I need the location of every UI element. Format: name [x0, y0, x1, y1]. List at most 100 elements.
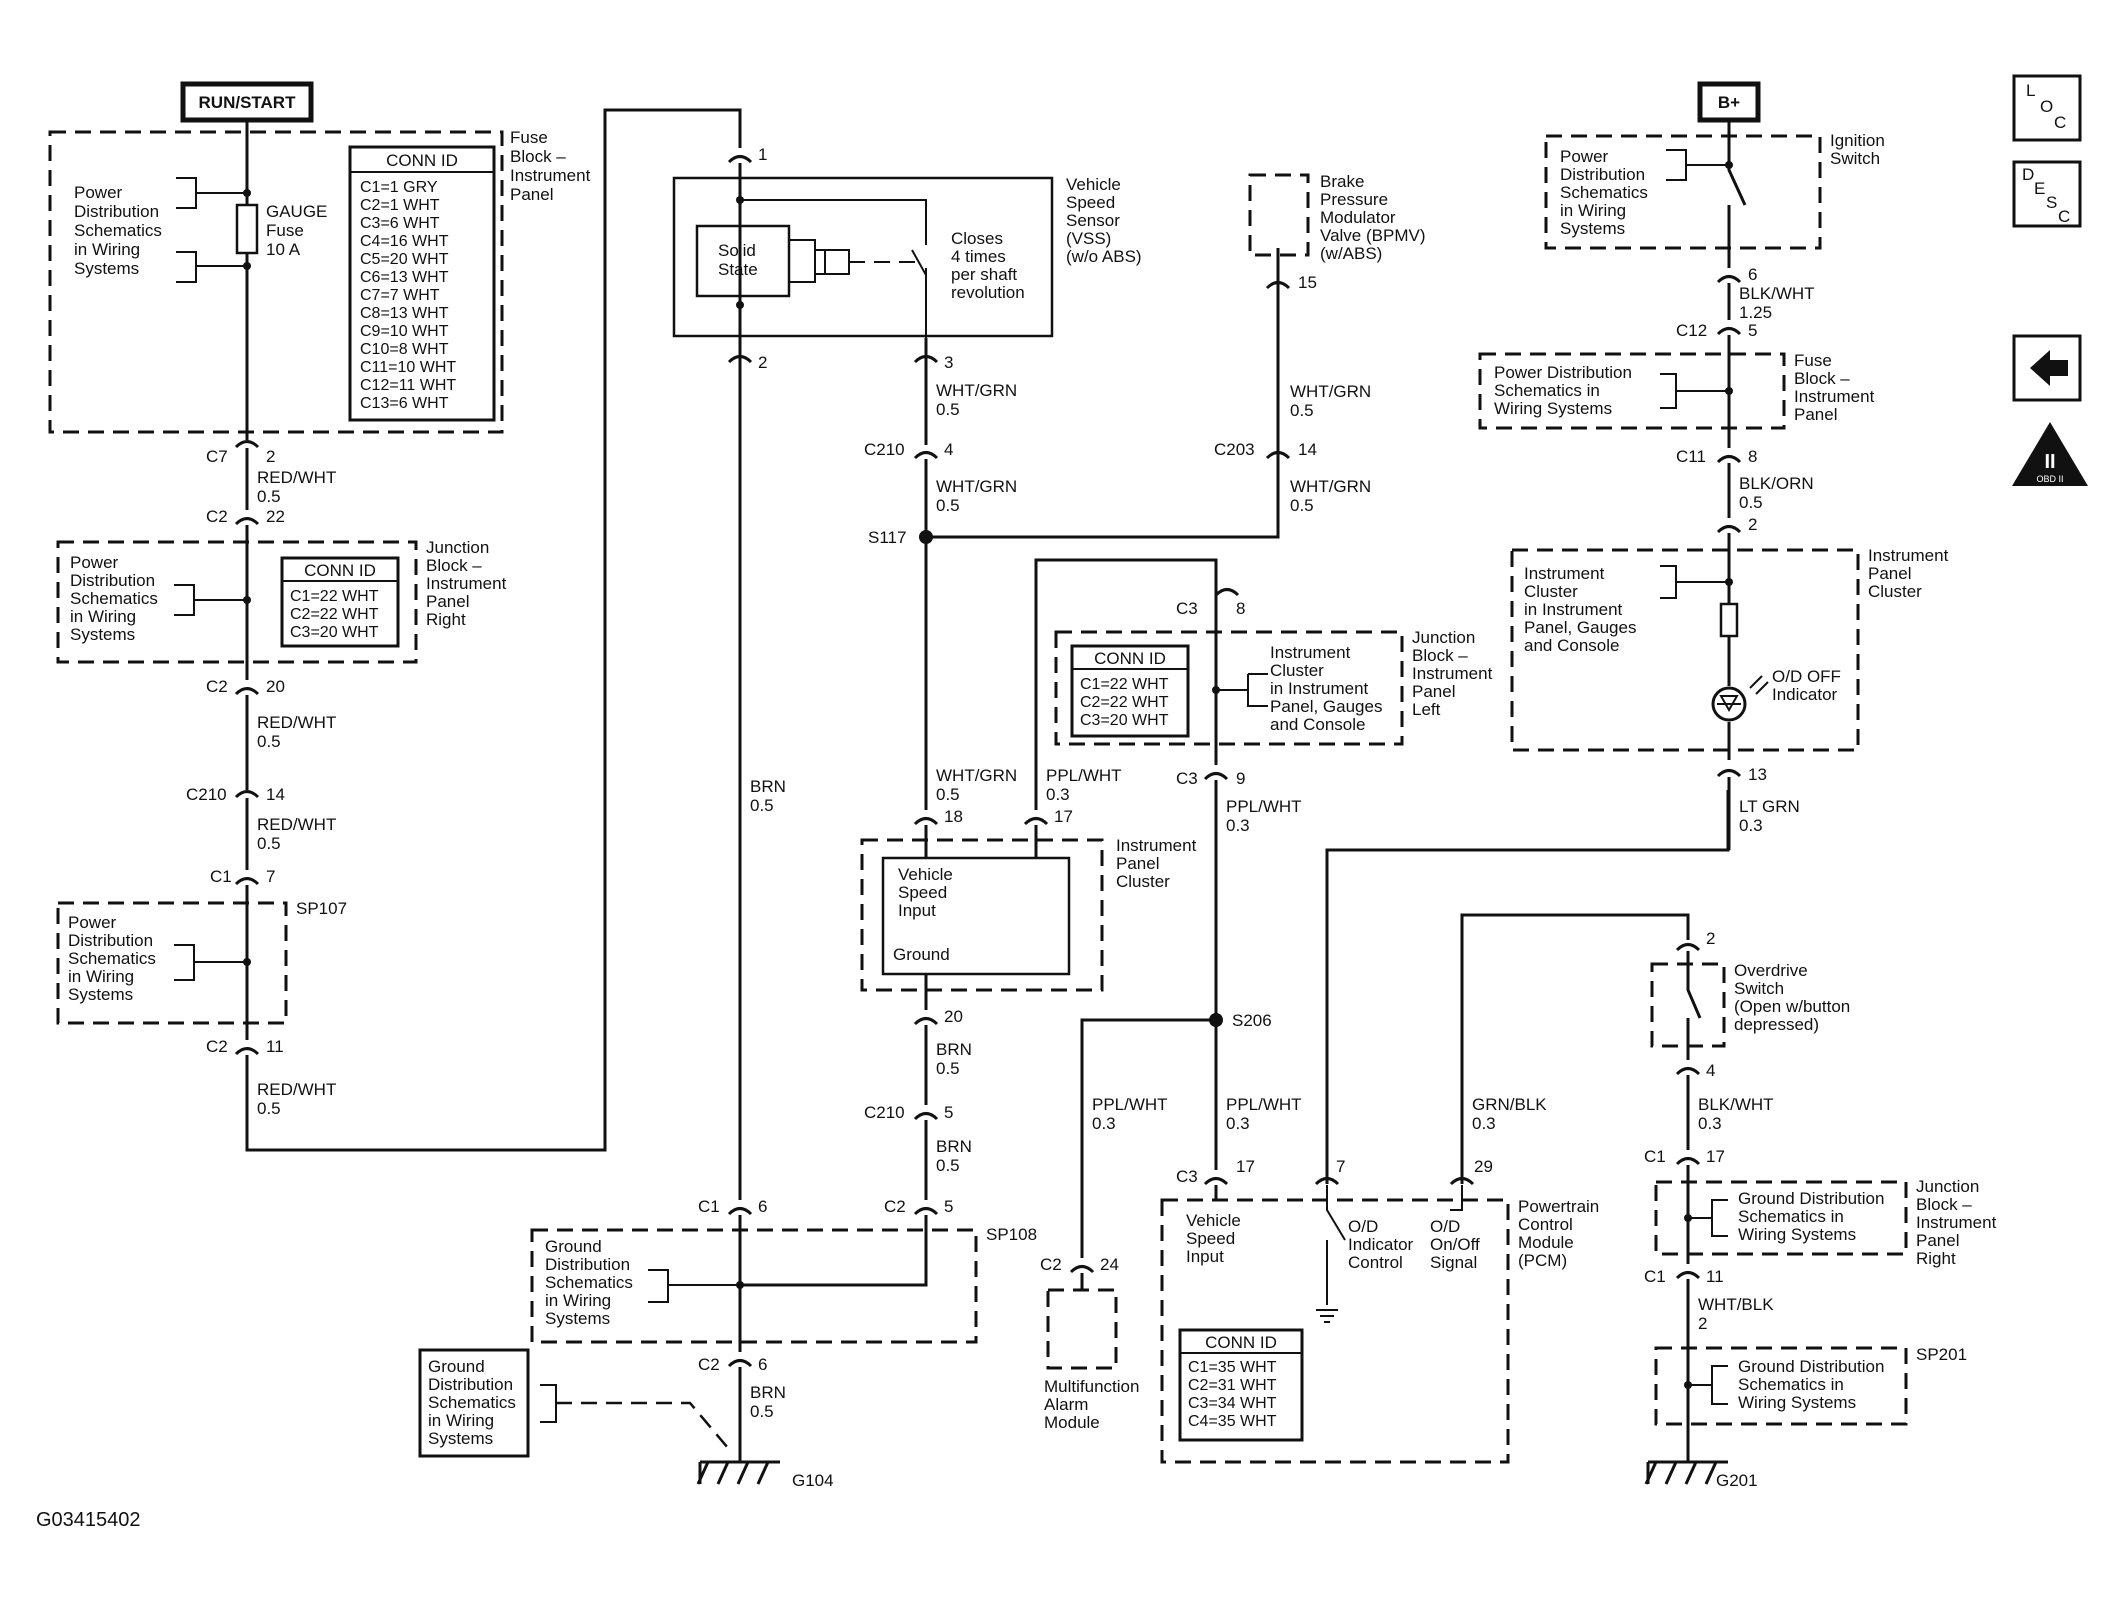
mfa-outline — [1046, 1288, 1118, 1370]
sp107-outline — [56, 901, 288, 1025]
connector-label: C2 — [698, 1355, 720, 1374]
pcm-label: (PCM) — [1518, 1251, 1567, 1270]
wire-color-label: WHT/GRN — [936, 381, 1017, 400]
conn-id-row: C2=22 WHT — [290, 606, 379, 623]
pin-label: 24 — [1100, 1255, 1119, 1274]
connector-label: C1 — [1644, 1267, 1666, 1286]
wire-color-label: PPL/WHT — [1226, 797, 1302, 816]
pds-ref-label: Schematics — [1560, 183, 1648, 202]
conn-id-row: C2=1 WHT — [360, 197, 440, 214]
conn-id-row: C9=10 WHT — [360, 323, 449, 340]
jb-label: Junction — [1412, 628, 1475, 647]
jb-label: Instrument — [1412, 664, 1493, 683]
wire-gauge-label: 0.3 — [1092, 1114, 1116, 1133]
desc-letter: E — [2034, 179, 2045, 198]
gds-bracket — [540, 1384, 557, 1423]
wire-color-label: PPL/WHT — [1226, 1095, 1302, 1114]
vss-label: Speed — [1066, 193, 1115, 212]
obd-ii-icon[interactable]: II OBD II — [2012, 422, 2088, 486]
pin-label: 17 — [1236, 1157, 1255, 1176]
jb-label: Junction — [426, 538, 489, 557]
pcm-label: Control — [1518, 1215, 1573, 1234]
pin-label: 18 — [944, 807, 963, 826]
conn-id-heading: CONN ID — [304, 561, 376, 580]
pds-bracket — [174, 944, 246, 981]
gds-ref-label: Distribution — [428, 1375, 513, 1394]
jb-label: Block – — [426, 556, 482, 575]
connector-label: C3 — [1176, 769, 1198, 788]
connector-pin4 — [1675, 1067, 1701, 1076]
conn-id-row: C12=11 WHT — [360, 377, 456, 394]
ignition-switch-outline — [1544, 134, 1822, 250]
wire-red-wht — [245, 108, 742, 1152]
conn-id-row: C1=1 GRY — [360, 179, 438, 196]
ground-label: G201 — [1716, 1471, 1758, 1490]
switch-icon — [1686, 951, 1702, 1060]
gds-bracket — [648, 1269, 740, 1303]
wire-color-label: WHT/GRN — [1290, 382, 1371, 401]
conn-id-row: C11=10 WHT — [360, 359, 456, 376]
wire-gauge-label: 0.3 — [1698, 1114, 1722, 1133]
mfa-label: Multifunction — [1044, 1377, 1139, 1396]
resistor-icon — [1719, 602, 1739, 638]
pds-ref-label: Schematics in — [1494, 381, 1600, 400]
connector-label: C3 — [1176, 599, 1198, 618]
wire-gauge-label: 2 — [1698, 1314, 1707, 1333]
conn-id-row: C3=20 WHT — [290, 624, 379, 641]
pin-label: 2 — [1748, 515, 1757, 534]
ipc-label: Instrument — [1868, 546, 1949, 565]
connector-c11 — [1716, 455, 1742, 464]
pcm-outline — [1160, 1198, 1510, 1464]
bpmv-outline — [1248, 173, 1310, 257]
conn-id-table-pcm: CONN ID C1=35 WHT C2=31 WHT C3=34 WHT C4… — [1178, 1328, 1304, 1442]
switch-icon — [1326, 1185, 1346, 1305]
pin-label: 8 — [1748, 447, 1757, 466]
loc-icon[interactable]: L O C — [2012, 74, 2082, 142]
bpmv-label: (w/ABS) — [1320, 244, 1382, 263]
connector-label: C203 — [1214, 440, 1255, 459]
pin-label: 1 — [758, 145, 767, 164]
obd-ii-numeral: II — [2044, 451, 2055, 473]
gds-bracket — [1689, 1365, 1728, 1405]
fuse-block-label: Block – — [510, 147, 566, 166]
pin-label: 13 — [1748, 765, 1767, 784]
overdrive-switch-label: (Open w/button — [1734, 997, 1850, 1016]
pin-label: 2 — [266, 447, 275, 466]
conn-id-row: C3=20 WHT — [1080, 712, 1169, 729]
od-indicator-label: Indicator — [1348, 1235, 1414, 1254]
solid-state-box — [695, 224, 791, 298]
wire-gauge-label: 0.5 — [750, 796, 774, 815]
pin-label: 29 — [1474, 1157, 1493, 1176]
ic-ref-label: Cluster — [1524, 582, 1578, 601]
pds-ref-label: in Wiring — [70, 607, 136, 626]
wire-gauge-label: 0.5 — [936, 1059, 960, 1078]
ipc-label: Panel — [1868, 564, 1911, 583]
connector-c203 — [1265, 451, 1291, 460]
multifunction-alarm-module: C2 24 Multifunction Alarm Module — [1040, 1255, 1139, 1432]
jb-label: Right — [1916, 1249, 1956, 1268]
solid-state-label: Solid — [718, 241, 756, 260]
pds-bracket — [1666, 149, 1728, 181]
wire-gauge-label: 0.5 — [257, 1099, 281, 1118]
pds-ref-label: Schematics — [68, 949, 156, 968]
connector-pin15 — [1265, 281, 1291, 290]
pds-bracket — [176, 177, 246, 209]
connector-pin2 — [1716, 525, 1742, 534]
desc-icon[interactable]: D E S C — [2012, 160, 2082, 228]
wire-gauge-label: 0.5 — [1290, 496, 1314, 515]
wire-ppl-wht-mfa — [1080, 1018, 1216, 1258]
pds-ref-label: Schematics — [70, 589, 158, 608]
closes-label: per shaft — [951, 265, 1017, 284]
vehicle-speed-sensor-circuit: 1 Vehicle Speed Sensor (VSS) (w/o ABS) S… — [672, 145, 1280, 1200]
back-arrow-icon[interactable] — [2012, 334, 2082, 402]
pcm-vsi-label: Input — [1186, 1247, 1224, 1266]
vss-label: Sensor — [1066, 211, 1120, 230]
pin-label: 7 — [1336, 1157, 1345, 1176]
conn-id-row: C1=22 WHT — [1080, 676, 1169, 693]
ic-ref-label: Panel, Gauges — [1524, 618, 1636, 637]
mfa-label: Module — [1044, 1413, 1100, 1432]
splice-dot — [243, 262, 251, 270]
pin-label: 4 — [944, 440, 953, 459]
pin-label: 17 — [1706, 1147, 1725, 1166]
connector-pin20 — [913, 1017, 939, 1026]
